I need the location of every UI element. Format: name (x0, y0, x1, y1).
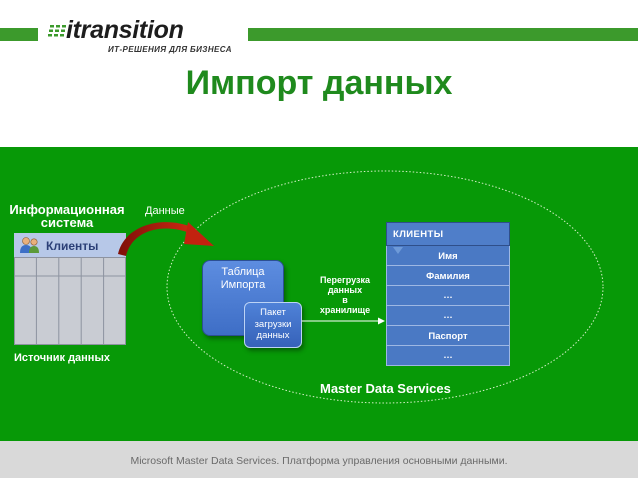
logo-tagline: ИТ-РЕШЕНИЯ ДЛЯ БИЗНЕСА (108, 45, 232, 54)
users-icon (20, 237, 39, 253)
package-block (244, 302, 302, 348)
package-label: Пакет загрузки данных (244, 307, 302, 342)
info-system-label-line2: система (40, 215, 94, 230)
logo: itransition (66, 16, 184, 44)
mds-boundary (166, 170, 604, 404)
clients-row-label: Имя (438, 251, 458, 262)
source-table-header (14, 233, 126, 258)
import-table-line1: Таблица (221, 266, 265, 278)
package-line1: Пакет (260, 307, 286, 318)
clients-row (386, 306, 510, 326)
info-system-label-line1: Информационная (9, 202, 125, 217)
data-label: Данные (145, 205, 185, 217)
import-table-line2: Импорта (220, 279, 266, 291)
data-flow-arrow (118, 222, 214, 256)
info-system-label: Информационная система (4, 203, 130, 229)
clients-row (386, 286, 510, 306)
clients-table-title: КЛИЕНТЫ (393, 229, 444, 240)
transfer-arrow (302, 317, 385, 325)
header-band-right (248, 28, 638, 41)
clients-row (386, 246, 510, 266)
transfer-line2: данных (327, 285, 363, 295)
clients-row-label: Паспорт (428, 331, 468, 342)
clients-row-label: … (443, 310, 453, 321)
package-line3: данных (256, 330, 290, 341)
footer-text: Microsoft Master Data Services. Платформ… (130, 455, 508, 467)
header-band-left (0, 28, 38, 41)
page-title: Импорт данных (185, 64, 453, 102)
clients-row-label: Фамилия (426, 271, 470, 282)
clients-row (386, 266, 510, 286)
clients-row (386, 346, 510, 366)
transfer-line1: Перегрузка (320, 275, 370, 285)
transfer-line3: в (342, 295, 348, 305)
logo-mark-icon (48, 25, 66, 37)
clients-table-header (386, 222, 510, 246)
mds-label: Master Data Services (320, 381, 451, 396)
clients-row-label: … (443, 350, 453, 361)
sort-indicator-icon (393, 247, 403, 254)
import-table-label: Таблица Импорта (202, 266, 284, 292)
transfer-line4: хранилище (319, 305, 371, 315)
footer (0, 441, 638, 478)
source-table-grid (14, 258, 126, 345)
transfer-label: Перегрузка данных в хранилище (312, 275, 378, 315)
source-table-header-label: Клиенты (46, 239, 99, 253)
clients-row-label: … (443, 290, 453, 301)
package-line2: загрузки (254, 318, 292, 330)
clients-row (386, 326, 510, 346)
source-caption: Источник данных (14, 352, 110, 364)
